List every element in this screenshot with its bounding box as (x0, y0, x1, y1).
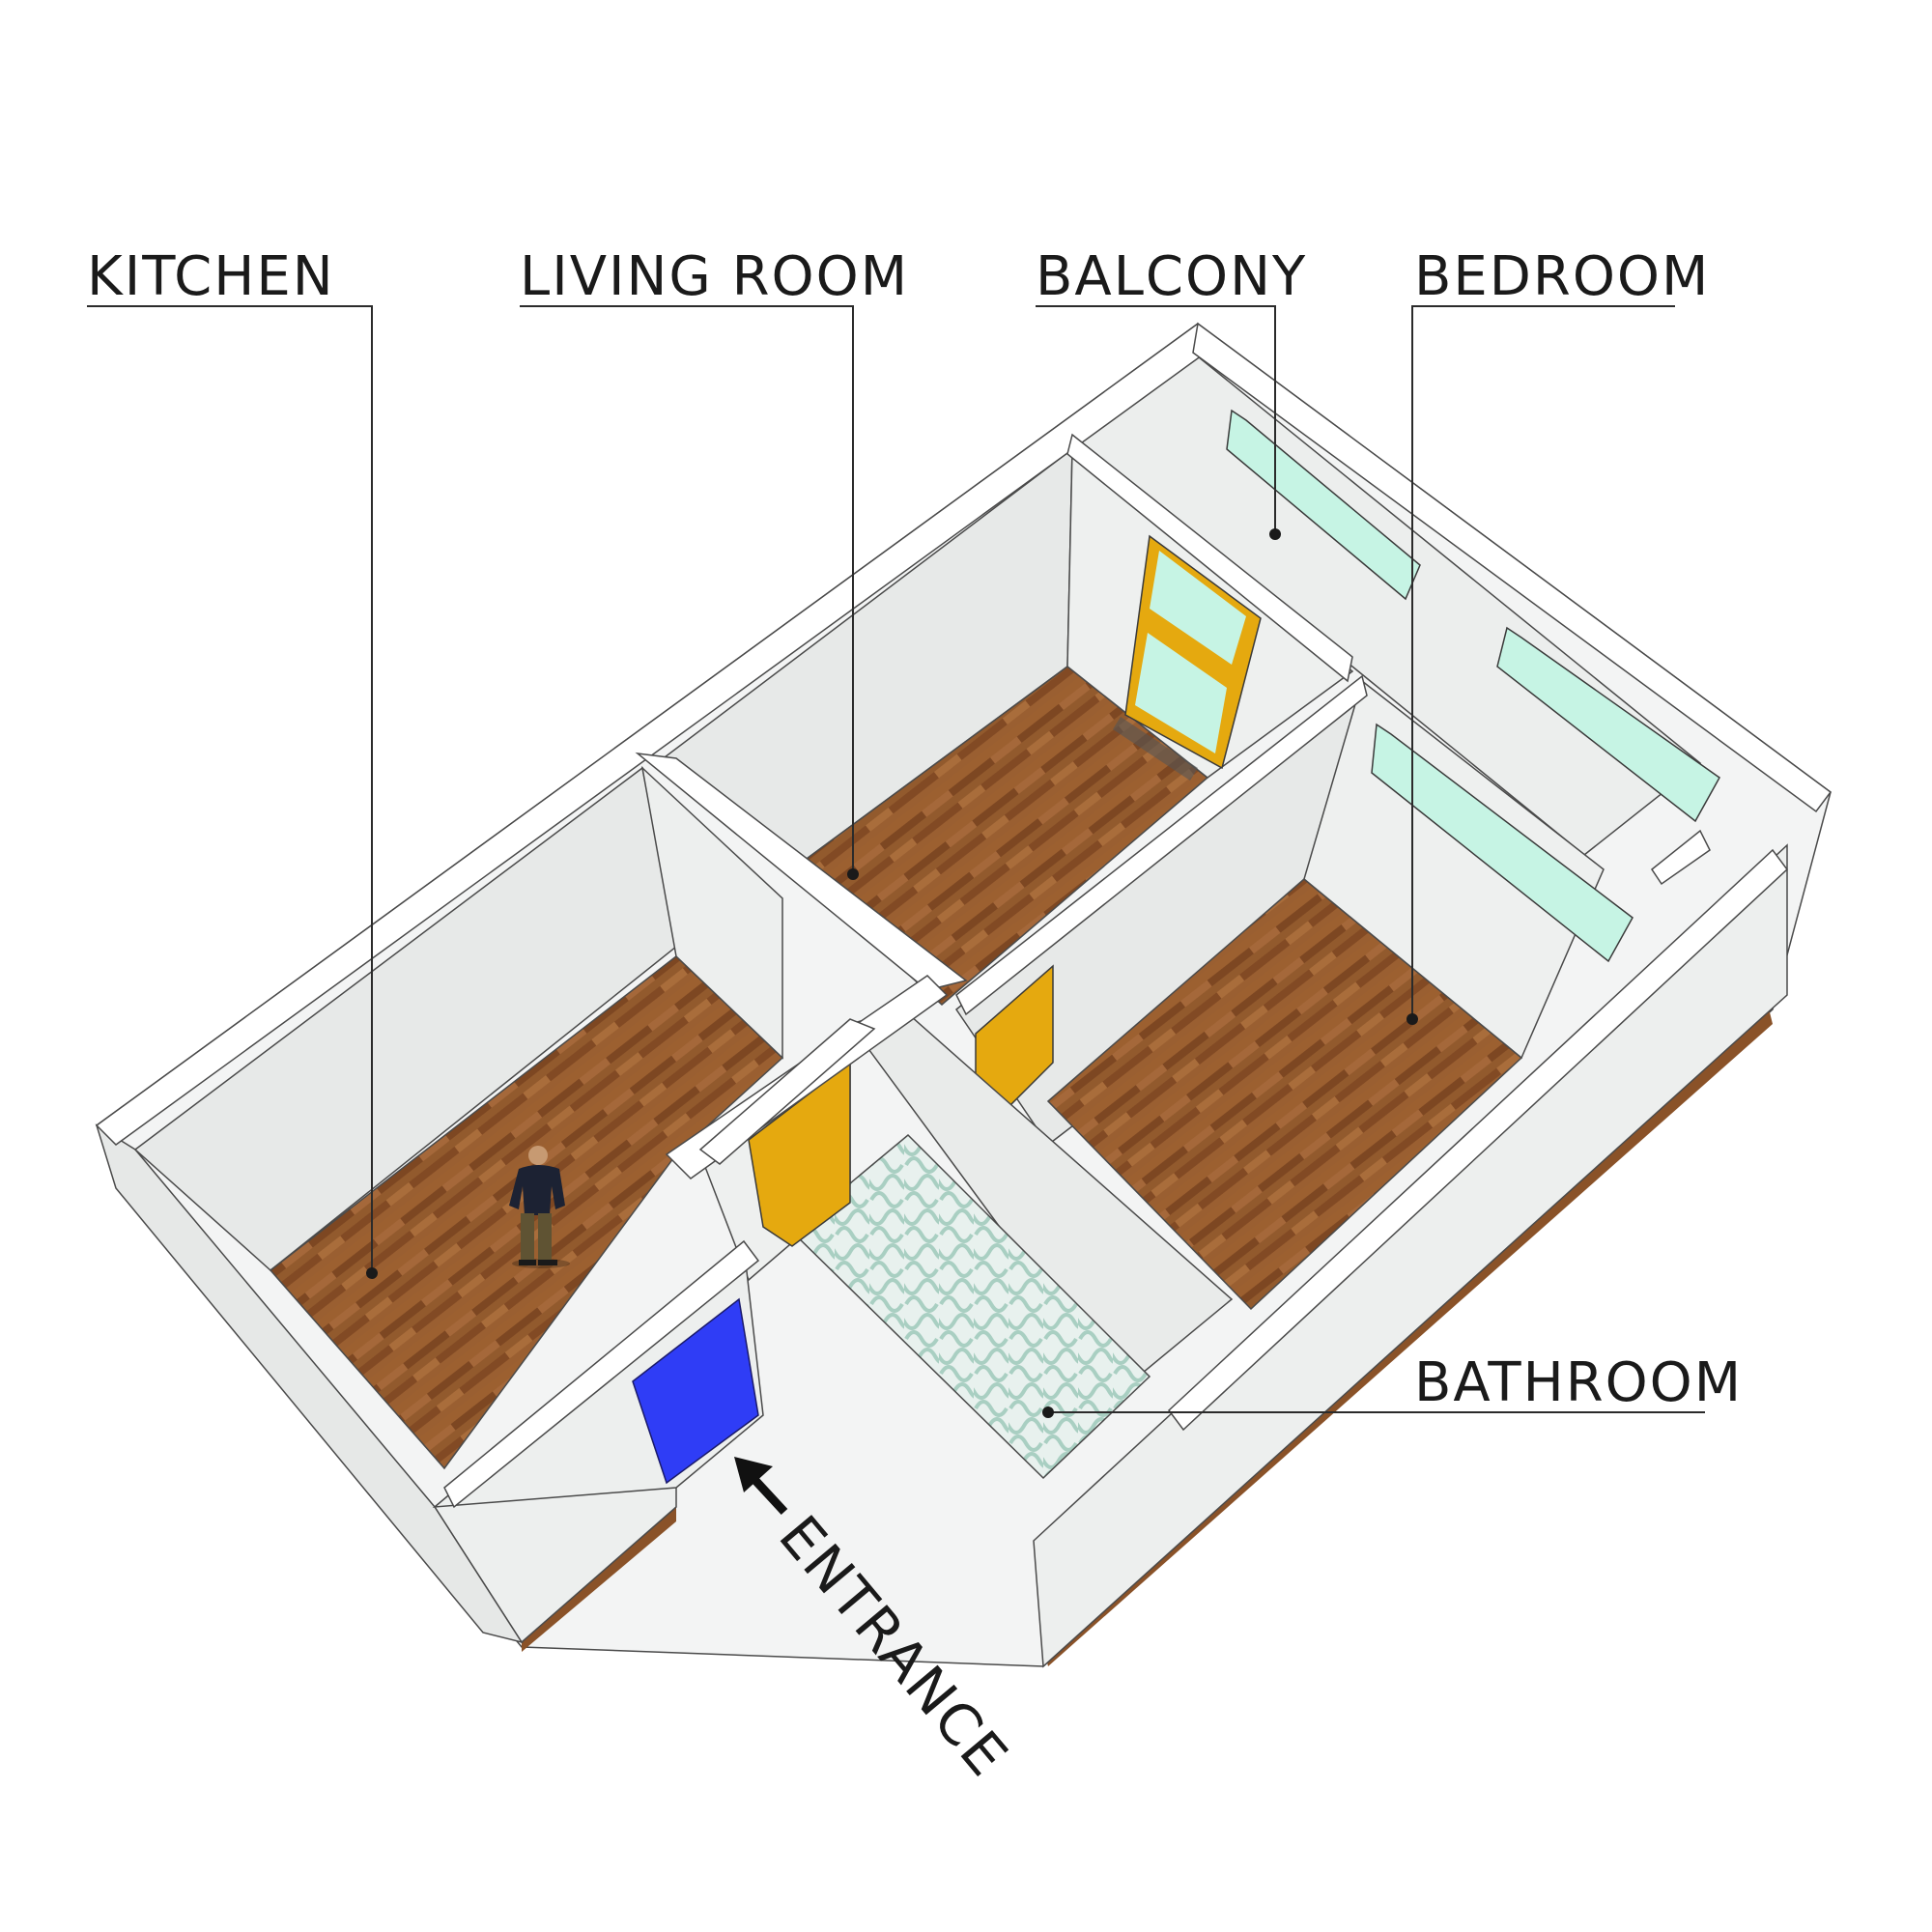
label-kitchen: KITCHEN (87, 245, 378, 1279)
label-bathroom: BATHROOM (1042, 1351, 1743, 1418)
label-balcony: BALCONY (1036, 245, 1307, 540)
entrance-door (632, 1297, 759, 1485)
person-figure (509, 1146, 570, 1268)
wall-tops (95, 322, 1833, 1509)
bedroom-window-1 (1371, 723, 1634, 963)
arrow-left-up-icon (734, 1457, 788, 1516)
kitchen-side-wall (640, 765, 783, 1060)
label-bathroom-text: BATHROOM (1414, 1351, 1743, 1414)
building (95, 322, 1833, 1668)
label-bedroom-text: BEDROOM (1414, 245, 1710, 308)
label-living-room: LIVING ROOM (520, 245, 909, 880)
bedroom-window-2 (1496, 626, 1720, 823)
label-kitchen-text: KITCHEN (87, 245, 335, 308)
balcony-door (1113, 534, 1262, 781)
label-balcony-text: BALCONY (1036, 245, 1307, 308)
bathroom-floor (790, 1133, 1151, 1480)
label-living-room-text: LIVING ROOM (520, 245, 909, 308)
label-bedroom: BEDROOM (1406, 245, 1710, 1025)
